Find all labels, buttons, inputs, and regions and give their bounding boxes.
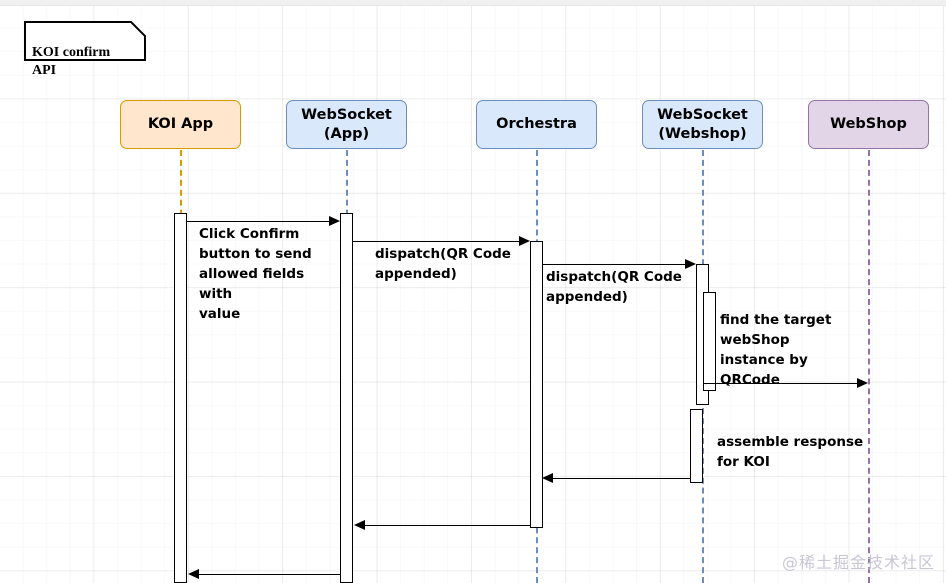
arrowhead-m2 (519, 236, 530, 246)
message-label-m1: Click Confirm button to send allowed fie… (199, 226, 312, 322)
activation-websocket-webshop-2 (690, 409, 703, 483)
participant-websocket-app[interactable]: WebSocket (App) (286, 100, 407, 149)
participant-koi-app[interactable]: KOI App (120, 100, 241, 149)
activation-websocket-webshop-nested (703, 292, 716, 391)
arrowhead-m3 (685, 259, 696, 269)
title-note-text: KOI confirm API (32, 45, 111, 78)
message-line-m6 (365, 525, 531, 526)
message-line-m7 (199, 574, 341, 575)
participant-label-orchestra: Orchestra (496, 116, 577, 132)
message-label-m2: dispatch(QR Code appended) (375, 246, 511, 282)
message-label-m5: assemble response for KOI (717, 434, 864, 470)
message-line-m5 (553, 478, 691, 479)
participant-label-websocket-webshop: WebSocket (Webshop) (657, 106, 748, 142)
activation-orchestra (530, 241, 543, 528)
title-note: KOI confirm API (24, 20, 147, 78)
arrowhead-m5 (542, 473, 553, 483)
arrowhead-m6 (354, 520, 365, 530)
participant-webshop[interactable]: WebShop (808, 100, 929, 149)
participant-websocket-webshop[interactable]: WebSocket (Webshop) (642, 100, 763, 149)
lifeline-webshop (868, 150, 870, 583)
note-fold-line (129, 21, 146, 38)
participant-label-websocket-app: WebSocket (App) (301, 106, 392, 142)
participant-label-koi-app: KOI App (147, 116, 214, 132)
message-line-m2 (353, 241, 519, 242)
activation-websocket-app (340, 213, 353, 583)
arrowhead-m1 (329, 216, 340, 226)
message-line-m3 (543, 264, 685, 265)
participant-label-webshop: WebShop (830, 116, 907, 132)
arrowhead-m4 (857, 378, 868, 388)
participant-orchestra[interactable]: Orchestra (476, 100, 597, 149)
top-toolbar-band (0, 0, 946, 6)
activation-koi-app (174, 213, 187, 583)
message-label-m4: find the target webShop instance by QRCo… (720, 312, 832, 388)
arrowhead-m7 (188, 569, 199, 579)
message-label-m3: dispatch(QR Code appended) (546, 269, 682, 305)
message-line-m1 (187, 221, 329, 222)
message-line-m4 (703, 383, 858, 384)
watermark-text: @稀土掘金技术社区 (782, 553, 936, 572)
